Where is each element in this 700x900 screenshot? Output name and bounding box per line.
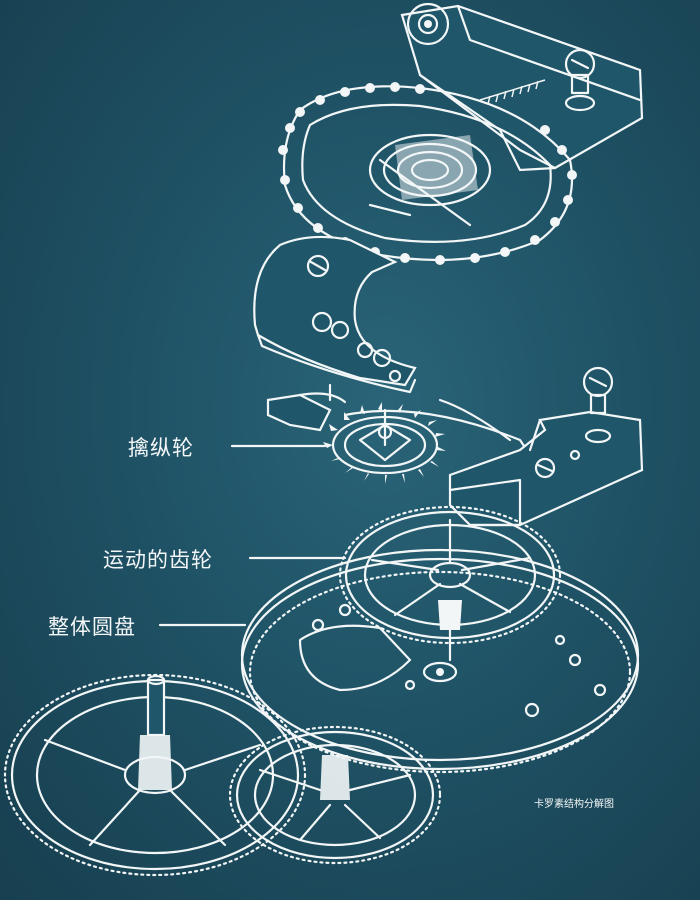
moving-gear-label: 运动的齿轮 [103,548,213,572]
figure-caption: 卡罗素结构分解图 [534,799,614,810]
carriage-upper-plate [253,235,417,394]
wheel-bridge-block [438,366,644,527]
balance-cock [400,2,644,172]
leader-lines [158,444,347,627]
escape-wheel-assembly [266,383,542,484]
balance-wheel [278,82,577,265]
escape-wheel-label: 擒纵轮 [128,436,194,460]
moving-gear [338,505,562,662]
carriage-base-disc [240,548,640,774]
whole-disc-label: 整体圆盘 [48,615,136,639]
intermediate-gear [228,725,442,865]
